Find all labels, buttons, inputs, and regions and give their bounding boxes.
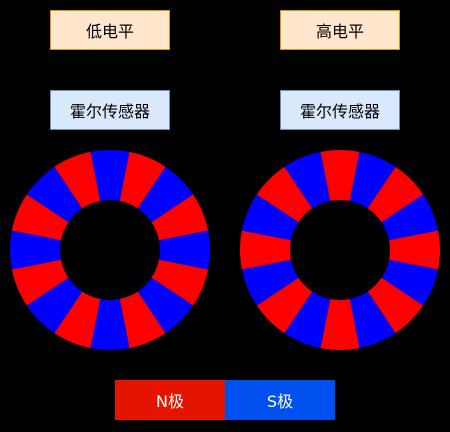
right-ring-segment-north [256, 166, 313, 223]
right-ring-segment-south [284, 291, 331, 349]
right-ring-segment-south [381, 194, 439, 241]
left-ring-segment-north [54, 151, 101, 209]
left-ring-segment-south [90, 299, 130, 350]
left-ring-segment-north [11, 194, 69, 241]
magnet-ring-right [240, 150, 440, 350]
right-ring-segment-north [240, 230, 291, 270]
magnet-ring-left [10, 150, 210, 350]
legend-north-pole: N极 [115, 380, 225, 420]
right-ring-segment-north [320, 299, 360, 350]
right-ring-segment-south [381, 259, 439, 306]
left-ring-segment-south [10, 230, 61, 270]
right-ring-segment-north [367, 166, 424, 223]
left-ring-segment-south [26, 277, 83, 334]
right-ring-segment-south [349, 291, 396, 349]
right-ring-segment-south [349, 151, 396, 209]
low-level-label: 低电平 [50, 10, 170, 50]
left-ring-segment-south [137, 277, 194, 334]
left-ring-segment-north [11, 259, 69, 306]
right-ring-segment-north [320, 150, 360, 201]
hall-sensor-left: 霍尔传感器 [50, 90, 170, 130]
right-ring-segment-south [284, 151, 331, 209]
right-ring-segment-north [389, 230, 440, 270]
hall-sensor-right: 霍尔传感器 [280, 90, 400, 130]
left-ring-segment-south [90, 150, 130, 201]
left-ring-segment-north [119, 291, 166, 349]
left-ring-segment-north [119, 151, 166, 209]
left-ring-segment-north [151, 259, 209, 306]
right-ring-segment-south [241, 259, 299, 306]
left-ring-segment-south [159, 230, 210, 270]
left-ring-segment-south [137, 166, 194, 223]
left-ring-segment-north [151, 194, 209, 241]
right-ring-segment-north [367, 277, 424, 334]
legend-south-pole: S极 [225, 380, 335, 420]
left-ring-segment-north [54, 291, 101, 349]
right-ring-segment-south [241, 194, 299, 241]
high-level-label: 高电平 [280, 10, 400, 50]
left-ring-segment-south [26, 166, 83, 223]
right-ring-segment-north [256, 277, 313, 334]
